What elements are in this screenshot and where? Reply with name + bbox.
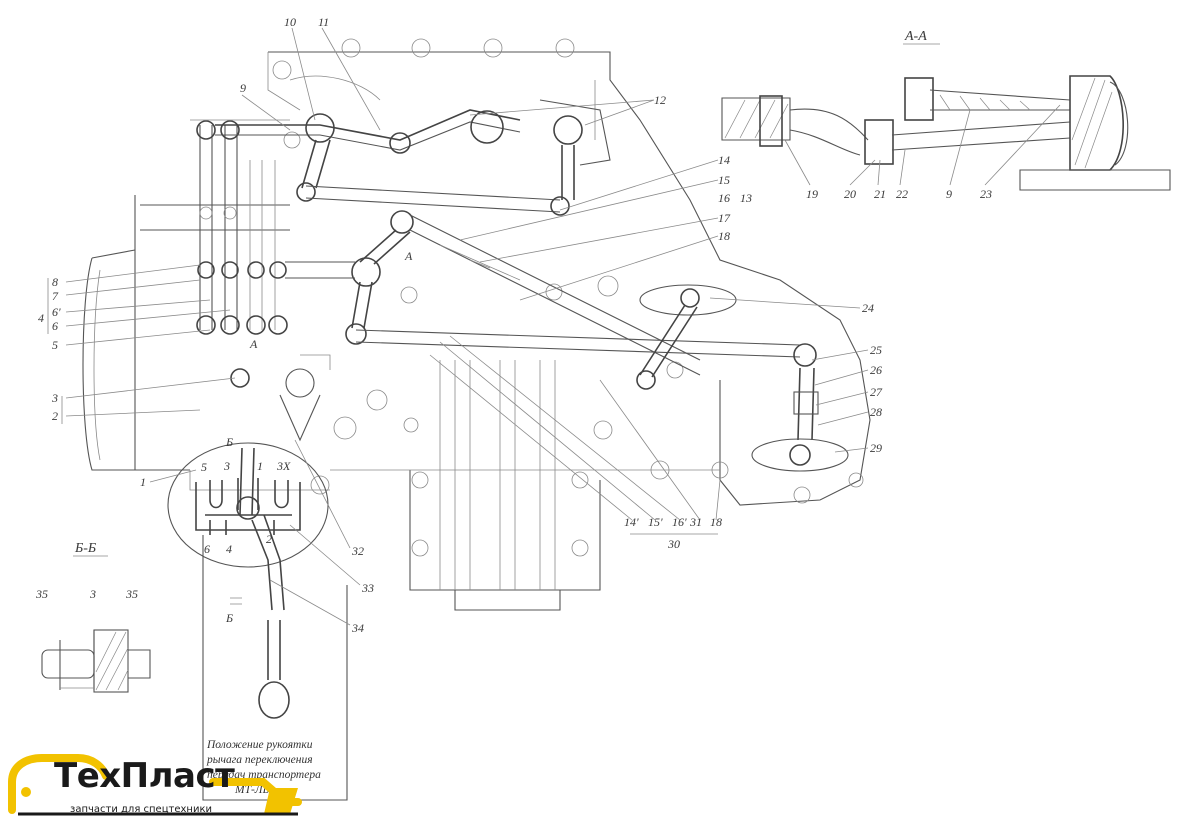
label-30: 30 <box>667 537 680 551</box>
label-9-section: 9 <box>946 187 952 201</box>
excavator-logo-icon <box>8 754 302 816</box>
label-10: 10 <box>284 15 296 29</box>
label-27: 27 <box>870 385 883 399</box>
label-34: 34 <box>351 621 364 635</box>
label-19: 19 <box>806 187 818 201</box>
label-13: 13 <box>740 191 752 205</box>
caption-line-4: МТ-ЛБ <box>234 784 270 796</box>
label-3: 3 <box>51 391 58 405</box>
logo-name: ТехПласт <box>54 756 235 796</box>
label-20: 20 <box>844 187 856 201</box>
label-7: 7 <box>52 289 59 303</box>
label-29: 29 <box>870 441 882 455</box>
caption-line-2: рычага переключения <box>206 754 313 766</box>
label-9: 9 <box>240 81 246 95</box>
cut-mark-a: А <box>404 249 413 263</box>
label-17: 17 <box>718 211 731 225</box>
gate-pos-3: 3 <box>223 459 230 473</box>
label-8: 8 <box>52 275 58 289</box>
label-35-left: 35 <box>35 587 48 601</box>
leader-lines <box>65 27 1061 626</box>
label-11: 11 <box>318 15 329 29</box>
gate-pos-5: 5 <box>201 460 207 474</box>
label-32: 32 <box>351 544 364 558</box>
techplast-logo: ТехПласт запчасти для спецтехники <box>8 752 308 826</box>
cut-mark-b-top: Б <box>225 435 233 449</box>
label-6: 6 <box>52 319 58 333</box>
label-33: 33 <box>361 581 374 595</box>
label-6-prime: 6' <box>52 305 61 319</box>
gate-pos-2: 2 <box>266 532 272 546</box>
label-26: 26 <box>870 363 882 377</box>
label-15: 15 <box>718 173 730 187</box>
label-12: 12 <box>654 93 666 107</box>
label-2: 2 <box>52 409 58 423</box>
label-18-top: 18 <box>718 229 730 243</box>
label-22: 22 <box>896 187 908 201</box>
cut-mark-a-lower: А <box>249 337 258 351</box>
label-16-prime: 16' <box>672 515 687 529</box>
section-title-bb: Б-Б <box>74 541 96 556</box>
label-16: 16 <box>718 191 730 205</box>
label-21: 21 <box>874 187 886 201</box>
label-23: 23 <box>980 187 992 201</box>
label-15-prime: 15' <box>648 515 663 529</box>
gate-pos-1: 1 <box>257 459 263 473</box>
gate-pos-6: 6 <box>204 542 210 556</box>
label-14: 14 <box>718 153 730 167</box>
section-a-a <box>721 75 1171 191</box>
label-35-right: 35 <box>125 587 138 601</box>
label-1: 1 <box>140 475 146 489</box>
part-labels: А-А Б-Б А А Б Б 9 10 11 12 14 15 16 13 1… <box>35 15 992 635</box>
label-25: 25 <box>870 343 882 357</box>
section-b-b <box>41 629 151 693</box>
gate-pos-3x: 3X <box>276 459 291 473</box>
gate-pos-4: 4 <box>226 542 232 556</box>
label-24: 24 <box>862 301 874 315</box>
logo-tagline: запчасти для спецтехники <box>70 804 212 815</box>
shift-gate-plate <box>167 442 329 568</box>
label-28: 28 <box>870 405 882 419</box>
housing-bolts <box>272 38 864 557</box>
label-31: 31 <box>689 515 702 529</box>
linkage-levers <box>215 99 849 495</box>
label-3-section: 3 <box>89 587 96 601</box>
label-14-prime: 14' <box>624 515 639 529</box>
label-4: 4 <box>38 311 44 325</box>
vertical-rods <box>190 119 290 335</box>
cut-mark-b-bottom: Б <box>225 611 233 625</box>
label-18-bottom: 18 <box>710 515 722 529</box>
label-5: 5 <box>52 338 58 352</box>
caption-line-1: Положение рукоятки <box>206 739 313 751</box>
section-title-aa: А-А <box>904 29 927 44</box>
